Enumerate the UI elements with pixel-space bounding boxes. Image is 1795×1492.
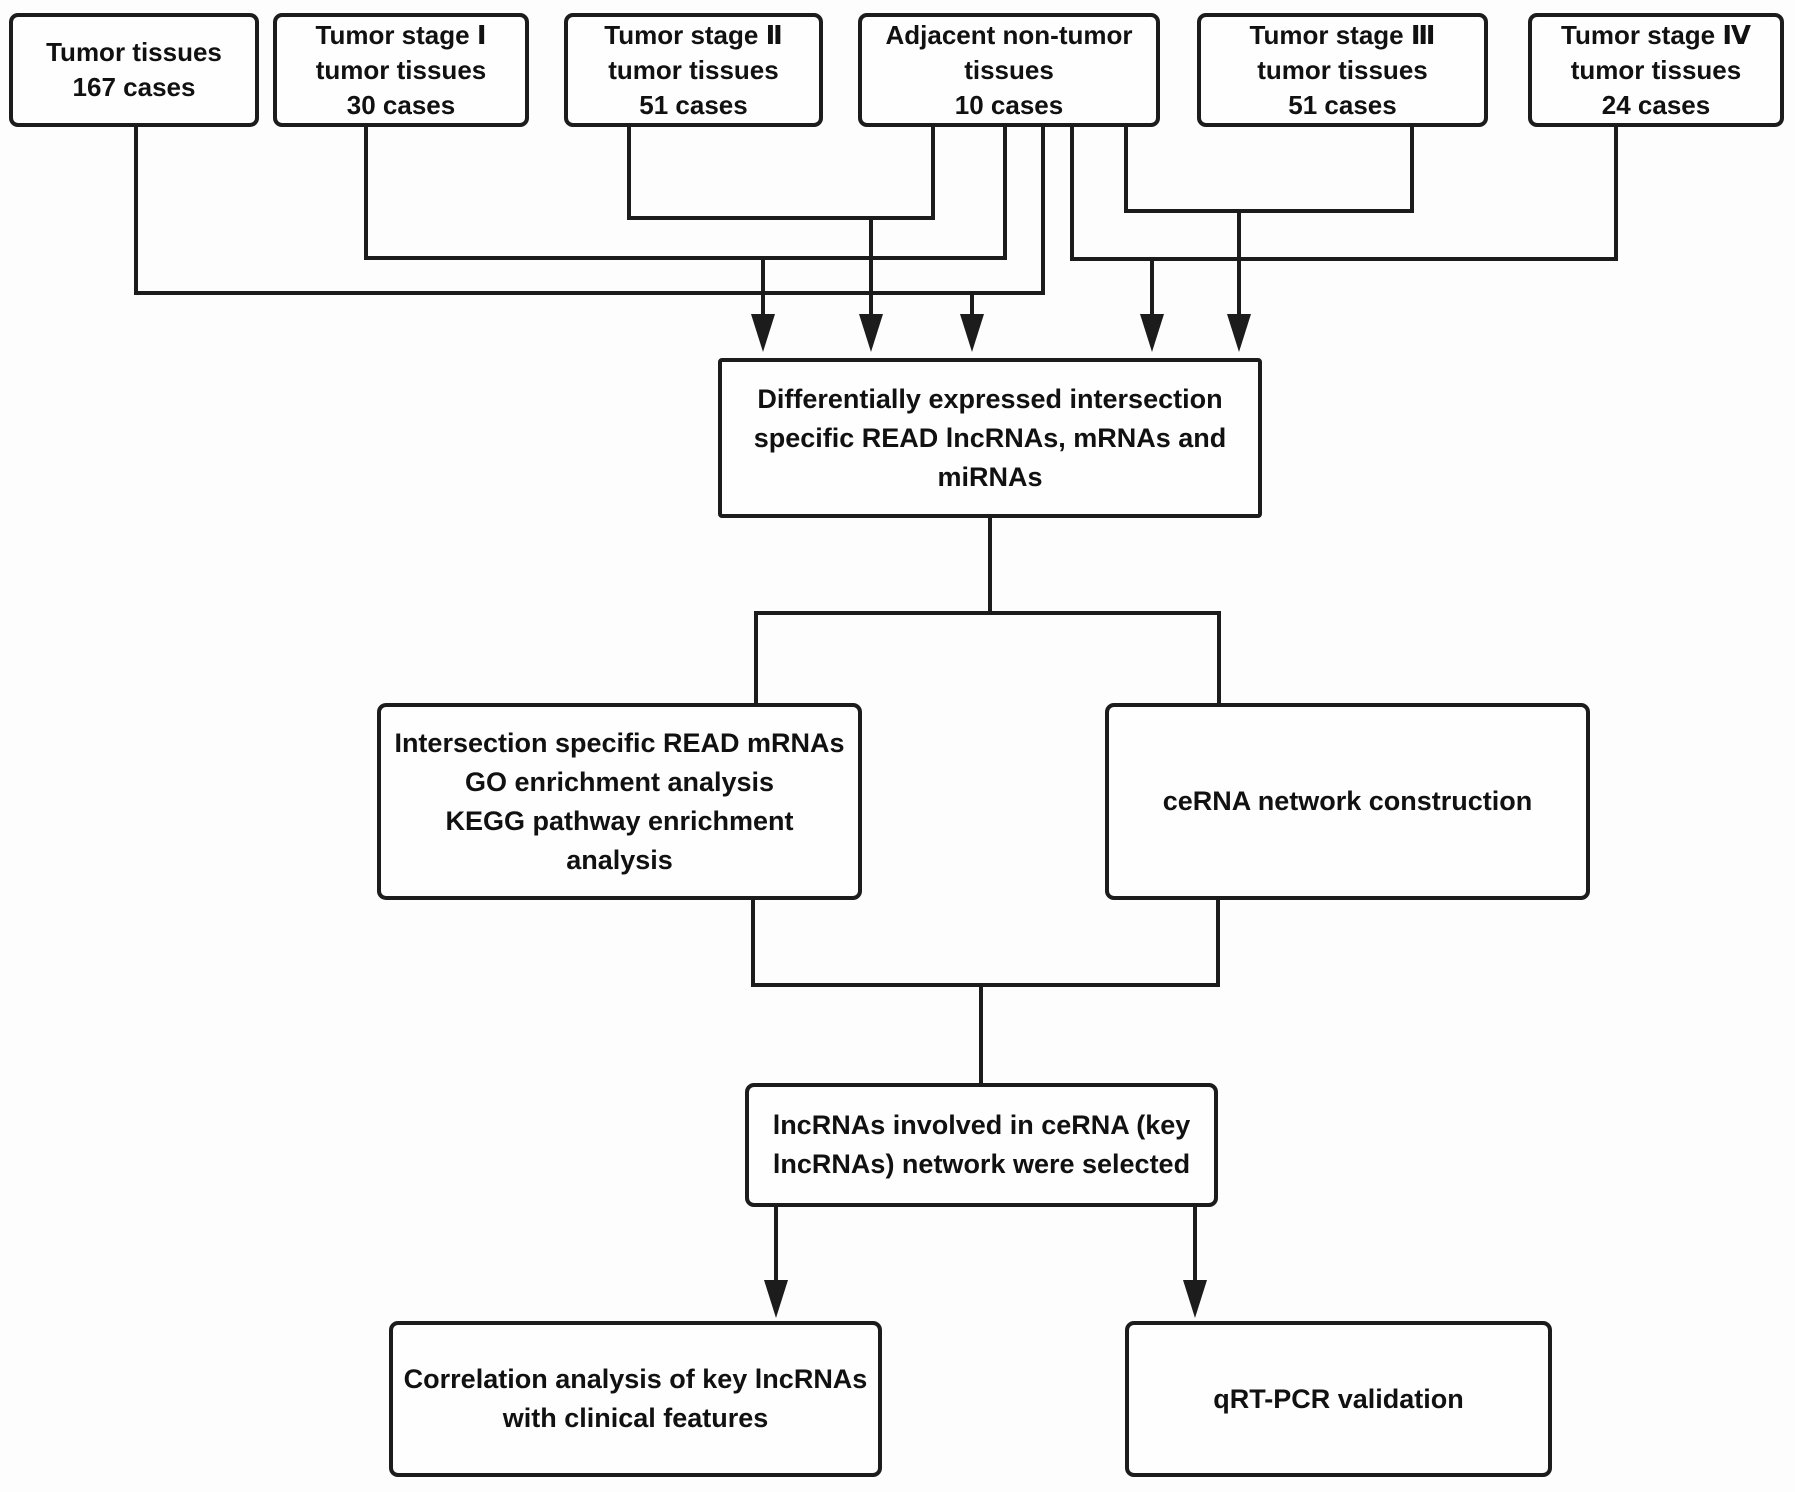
arrowhead-5 [1227, 314, 1251, 352]
node-cerna-network-label: ceRNA network construction [1162, 786, 1533, 816]
connector-stage2-pair [627, 125, 935, 220]
node-tumor-stage-4-label: Tumor stage Ⅳ tumor tissues 24 cases [1561, 19, 1751, 120]
arrowhead-6 [764, 1280, 788, 1318]
node-go-kegg-analysis-label: Intersection specific READ mRNAs GO enri… [394, 727, 845, 875]
arrowhead-2 [859, 314, 883, 352]
node-deg-intersection: Differentially expressed intersection sp… [718, 358, 1262, 518]
node-adjacent-non-tumor: Adjacent non-tumor tissues 10 cases [858, 13, 1160, 127]
connector-stage1-pair [364, 125, 1007, 260]
node-deg-intersection-label: Differentially expressed intersection sp… [753, 383, 1227, 492]
node-tumor-stage-4: Tumor stage Ⅳ tumor tissues 24 cases [1528, 13, 1784, 127]
node-tumor-stage-1: Tumor stage Ⅰ tumor tissues 30 cases [273, 13, 529, 127]
node-cerna-network: ceRNA network construction [1105, 703, 1590, 900]
node-tumor-stage-3-label: Tumor stage Ⅲ tumor tissues 51 cases [1249, 19, 1436, 120]
arrowhead-1 [751, 314, 775, 352]
node-go-kegg-analysis: Intersection specific READ mRNAs GO enri… [377, 703, 862, 900]
node-tumor-tissues-label: Tumor tissues 167 cases [46, 37, 222, 102]
node-correlation-analysis-label: Correlation analysis of key lncRNAs with… [403, 1364, 868, 1433]
node-key-lncrnas-label: lncRNAs involved in ceRNA (key lncRNAs) … [772, 1110, 1191, 1179]
arrowhead-3 [960, 314, 984, 352]
connector-stage4-pair [1070, 125, 1618, 261]
node-tumor-stage-2: Tumor stage Ⅱ tumor tissues 51 cases [564, 13, 823, 127]
node-adjacent-non-tumor-label: Adjacent non-tumor tissues 10 cases [885, 19, 1133, 120]
connector-merge-bar [751, 898, 1220, 987]
node-qrt-pcr-label: qRT-PCR validation [1213, 1383, 1464, 1414]
connector-tumor-tissues-pair [134, 125, 1045, 295]
node-tumor-stage-2-label: Tumor stage Ⅱ tumor tissues 51 cases [604, 19, 783, 120]
arrowhead-4 [1140, 314, 1164, 352]
connector-split-bar [754, 611, 1221, 703]
node-tumor-stage-3: Tumor stage Ⅲ tumor tissues 51 cases [1197, 13, 1488, 127]
arrowhead-7 [1183, 1280, 1207, 1318]
node-tumor-stage-1-label: Tumor stage Ⅰ tumor tissues 30 cases [315, 19, 487, 120]
connector-stage3-pair [1124, 125, 1414, 213]
node-correlation-analysis: Correlation analysis of key lncRNAs with… [389, 1321, 882, 1477]
node-qrt-pcr: qRT-PCR validation [1125, 1321, 1552, 1477]
node-key-lncrnas: lncRNAs involved in ceRNA (key lncRNAs) … [745, 1083, 1218, 1207]
node-tumor-tissues: Tumor tissues 167 cases [9, 13, 259, 127]
